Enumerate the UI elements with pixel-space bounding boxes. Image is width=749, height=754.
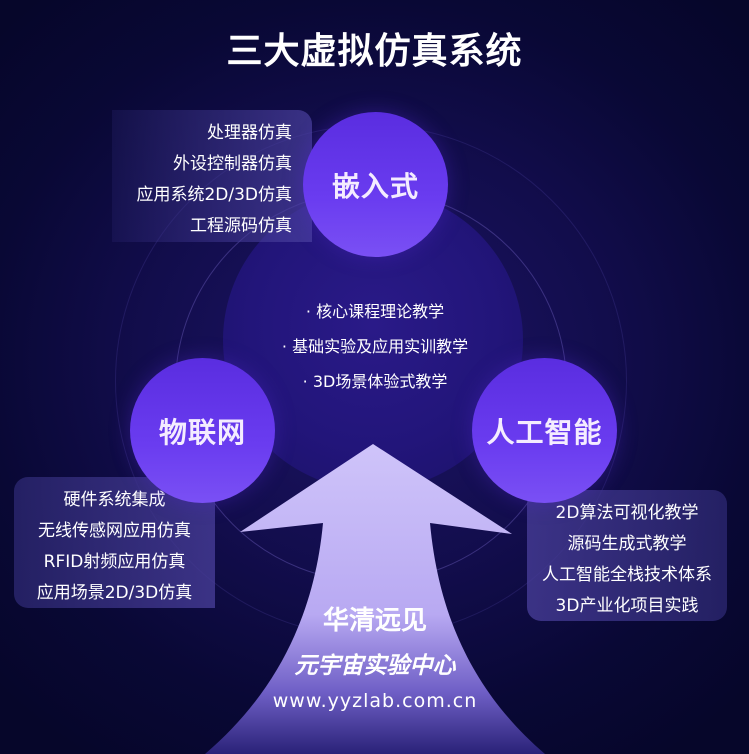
feature-item: 无线传感网应用仿真 <box>38 521 191 541</box>
feature-item: RFID射频应用仿真 <box>43 552 186 572</box>
center-teaching-list: · 核心课程理论教学 · 基础实验及应用实训教学 · 3D场景体验式教学 <box>250 294 500 399</box>
feature-item: 硬件系统集成 <box>63 490 166 510</box>
feature-item: 应用场景2D/3D仿真 <box>36 583 193 603</box>
feature-item: 应用系统2D/3D仿真 <box>136 185 292 205</box>
center-item: · 3D场景体验式教学 <box>302 372 448 391</box>
center-item: · 核心课程理论教学 <box>305 302 445 321</box>
ai-circle: 人工智能 <box>472 358 617 503</box>
feature-item: 2D算法可视化教学 <box>555 503 699 523</box>
feature-item: 外设控制器仿真 <box>173 154 292 174</box>
embedded-features-panel: 处理器仿真 外设控制器仿真 应用系统2D/3D仿真 工程源码仿真 <box>112 110 312 242</box>
feature-item: 工程源码仿真 <box>190 216 292 236</box>
page-title: 三大虚拟仿真系统 <box>226 31 523 72</box>
center-item: · 基础实验及应用实训教学 <box>281 337 469 356</box>
feature-item: 处理器仿真 <box>207 123 292 143</box>
brand-url[interactable]: www.yyzlab.com.cn <box>272 690 478 712</box>
brand-name: 华清远见 <box>322 606 427 636</box>
embedded-label: 嵌入式 <box>331 169 419 203</box>
ai-features-panel: 2D算法可视化教学 源码生成式教学 人工智能全栈技术体系 3D产业化项目实践 <box>527 490 727 621</box>
ai-label: 人工智能 <box>486 415 603 449</box>
feature-item: 人工智能全栈技术体系 <box>542 565 712 585</box>
feature-item: 3D产业化项目实践 <box>555 596 699 616</box>
iot-label: 物联网 <box>158 415 246 449</box>
iot-circle: 物联网 <box>130 358 275 503</box>
embedded-circle: 嵌入式 <box>303 112 448 257</box>
brand-subtitle: 元宇宙实验中心 <box>294 653 456 679</box>
feature-item: 源码生成式教学 <box>567 534 687 554</box>
